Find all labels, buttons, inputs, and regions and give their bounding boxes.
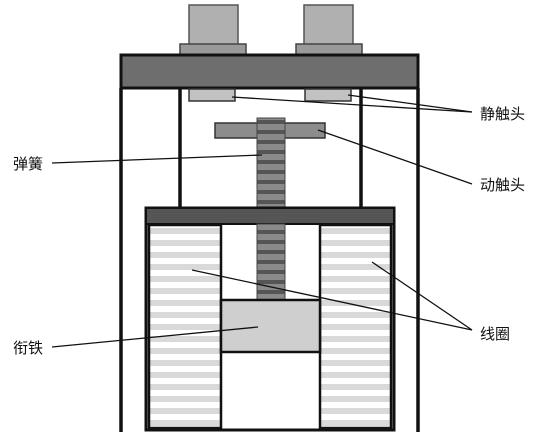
- outer-frame: [119, 88, 420, 432]
- leader-coil-right: [371, 261, 473, 331]
- leader-armature: [51, 326, 259, 348]
- leader-coil-left: [191, 269, 473, 331]
- armature: [219, 298, 322, 354]
- terminal-right: [295, 4, 363, 56]
- label-spring: 弹簧: [13, 155, 44, 173]
- leader-moving: [317, 129, 473, 185]
- leader-static-right: [347, 94, 473, 113]
- label-armature: 衔铁: [13, 339, 44, 357]
- core-top-plate: [145, 207, 395, 225]
- coil-left: [147, 223, 223, 430]
- label-static-contact: 静触头: [480, 105, 526, 123]
- top-plate: [119, 53, 420, 90]
- leader-spring: [51, 154, 263, 164]
- coil-right: [318, 223, 393, 430]
- label-coil: 线圈: [480, 325, 511, 343]
- label-moving-contact: 动触头: [480, 176, 526, 194]
- static-contact-right: [304, 88, 352, 102]
- static-contact-left: [188, 88, 236, 102]
- leader-lines: [51, 94, 473, 348]
- terminal-left: [179, 4, 247, 56]
- leader-static-left: [231, 96, 473, 113]
